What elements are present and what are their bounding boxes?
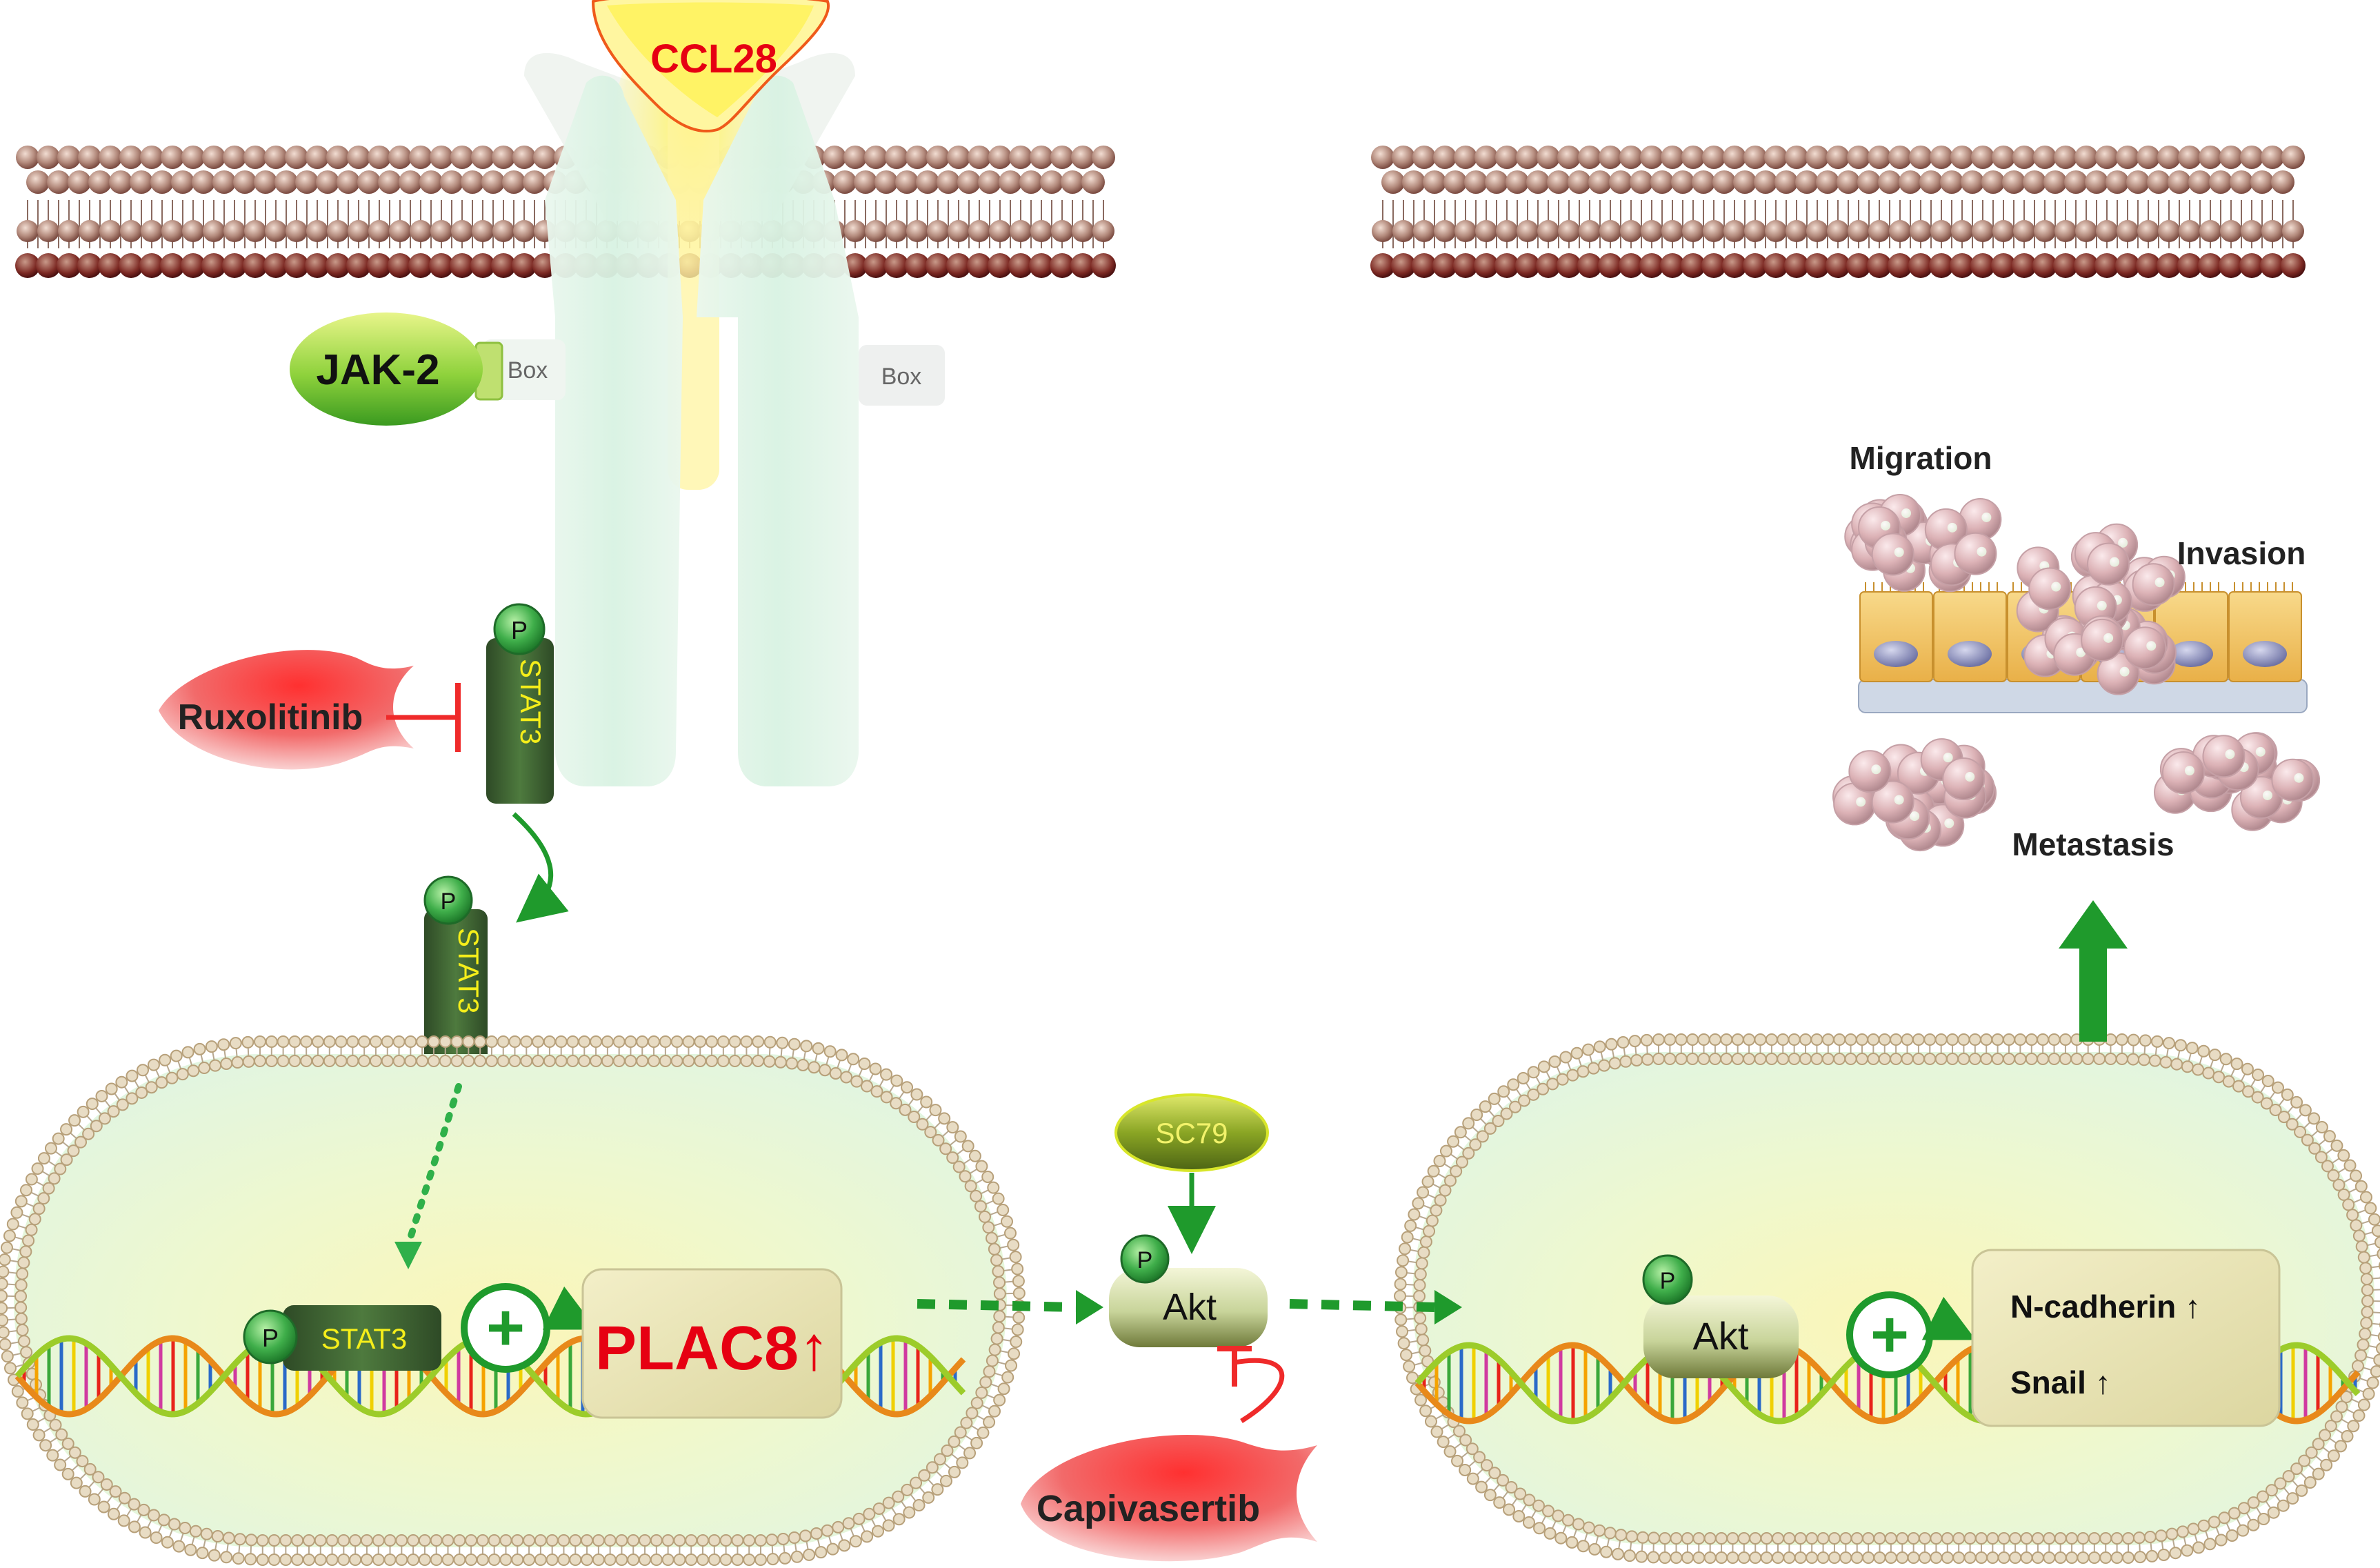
akt-cytoplasm-label: Akt [1163, 1287, 1217, 1328]
plus-icon-right: + [1870, 1298, 1909, 1371]
plus-icon-left: + [486, 1291, 525, 1364]
phospho-site-5 [1642, 1254, 1693, 1305]
stat3-membrane: STAT3 P [486, 603, 554, 804]
stat3-translocation-arrow [512, 812, 569, 923]
metastasis-label: Metastasis [2012, 826, 2174, 862]
plasma-membrane-right [1370, 146, 2306, 278]
capivasertib-label: Capivasertib [1037, 1488, 1260, 1529]
migration-label: Migration [1850, 440, 1992, 476]
ruxolitinib-label: Ruxolitinib [178, 697, 363, 737]
snail-label: Snail ↑ [2010, 1364, 2111, 1400]
box-label-left: Box [508, 357, 548, 384]
phospho-site-1 [493, 603, 546, 655]
ccl28-label: CCL28 [650, 37, 777, 81]
box-label-right: Box [881, 364, 922, 390]
stat3-dna-bound: STAT3 P [243, 1305, 441, 1371]
emt-genes-box: N-cadherin ↑ Snail ↑ [1971, 1249, 2281, 1427]
plac8-gene-box: PLAC8↑ [581, 1268, 843, 1419]
ccl28-ligand: CCL28 [591, 0, 830, 133]
outcome-arrow [2059, 900, 2128, 1042]
capivasertib-inhibitor: Capivasertib [1021, 1346, 1317, 1562]
invasion-label: Invasion [2177, 535, 2306, 571]
stat3-cytoplasm: STAT3 P [423, 875, 488, 1071]
jak2-label: JAK-2 [316, 346, 439, 394]
nuclear-import-arrow [403, 1083, 462, 1252]
jak2-kinase: JAK-2 [290, 312, 503, 426]
ruxolitinib-inhibitor: Ruxolitinib [159, 650, 461, 770]
plac8-to-akt-arrowhead [1076, 1290, 1103, 1324]
tumor-cell-clusters [1832, 493, 2321, 852]
receptor-box-left [483, 339, 566, 400]
phospho-label-2: P [441, 889, 457, 915]
phospho-site-2 [423, 875, 473, 925]
phospho-site-3 [243, 1309, 298, 1364]
phospho-label-3: P [262, 1324, 279, 1352]
transcription-activation-right: + [1846, 1291, 1977, 1378]
sc79-label: SC79 [1155, 1117, 1228, 1149]
transcription-activation-left: + [461, 1283, 597, 1373]
akt-cytoplasm: Akt P [1109, 1234, 1268, 1347]
phospho-label-1: P [511, 616, 528, 644]
phospho-label-4: P [1137, 1247, 1153, 1273]
stat3-cytoplasm-label: STAT3 [452, 928, 485, 1013]
plac8-label: PLAC8↑ [595, 1314, 830, 1383]
n-cadherin-label: N-cadherin ↑ [2010, 1289, 2201, 1324]
stat3-dna-label: STAT3 [321, 1322, 407, 1355]
stat3-membrane-label: STAT3 [514, 659, 547, 744]
sc79-activator: SC79 [1114, 1093, 1269, 1254]
receptor-box-right [859, 345, 945, 406]
akt-to-nucleus-arrowhead [1434, 1290, 1462, 1324]
nuclear-import-arrowhead [394, 1242, 422, 1269]
akt-nucleus-label: Akt [1693, 1314, 1749, 1358]
phospho-label-5: P [1660, 1268, 1676, 1294]
akt-nucleus: Akt P [1642, 1254, 1799, 1378]
phospho-site-4 [1120, 1234, 1170, 1284]
akt-to-nucleus-arrow [1289, 1299, 1435, 1312]
plac8-to-akt-arrow [917, 1299, 1077, 1312]
